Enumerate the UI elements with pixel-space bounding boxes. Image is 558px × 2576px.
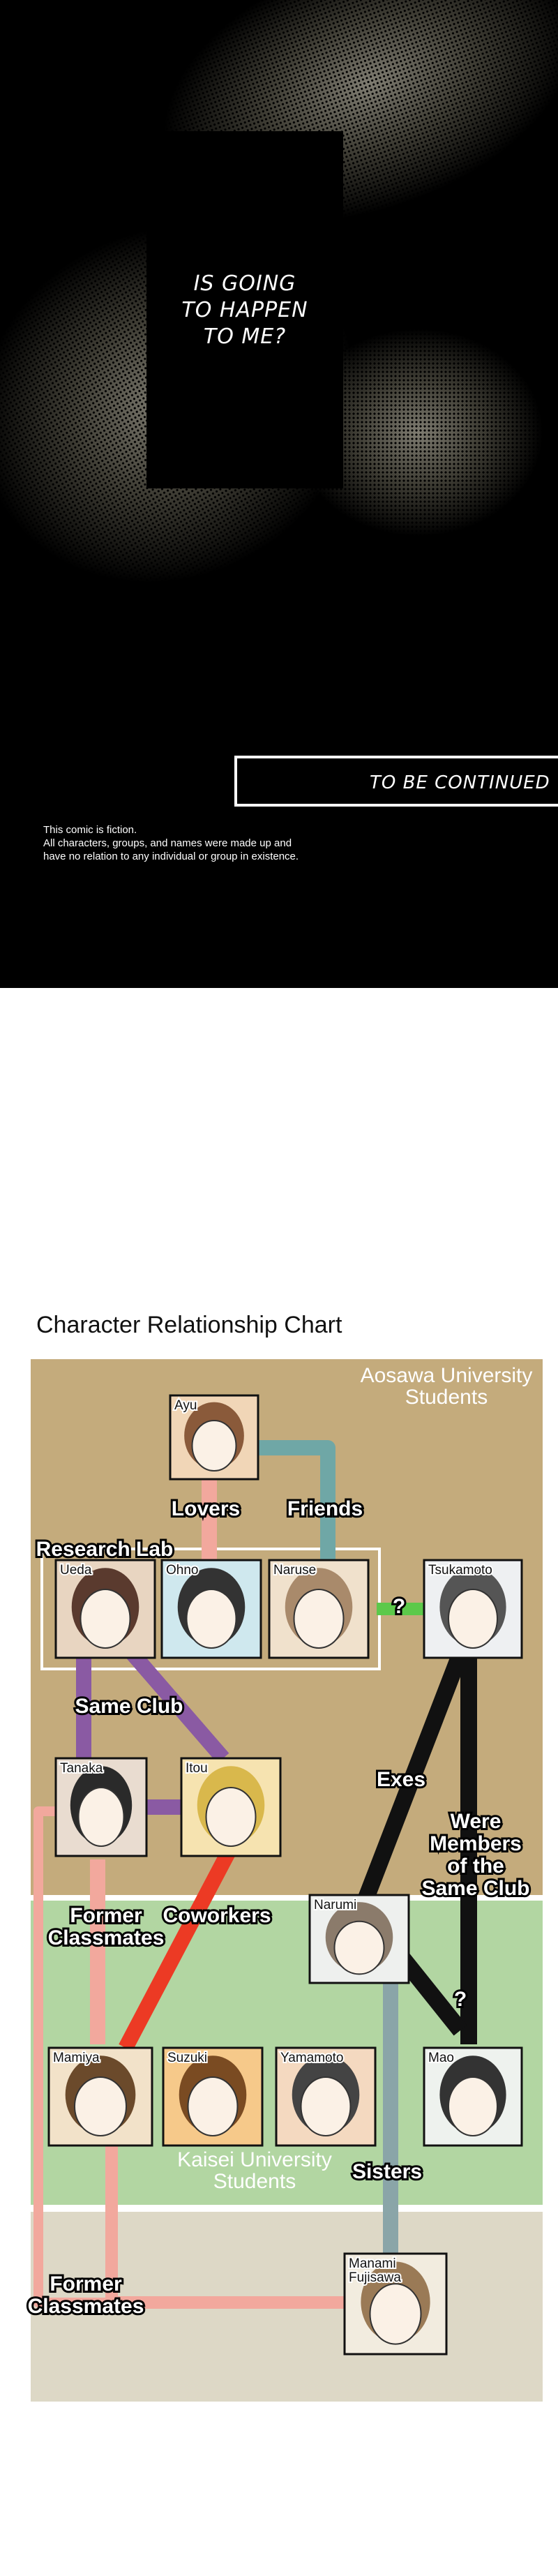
character-name: Mamiya [53, 2051, 100, 2065]
character-name: Naruse [273, 1563, 316, 1578]
region-label-kaisei: Kaisei University Students [177, 2148, 332, 2193]
portrait-tsukamoto: Tsukamoto [423, 1559, 523, 1659]
exes-line [358, 1650, 469, 1901]
label-question-2: ? [454, 1988, 467, 2011]
character-name: Ohno [166, 1563, 198, 1578]
label-former-classmates-2: Former [50, 2272, 122, 2296]
face [74, 2076, 127, 2136]
label-former-classmates-1: Classmates [48, 1926, 165, 1949]
character-name: Mao [428, 2051, 454, 2065]
character-name: Ueda [60, 1563, 92, 1578]
portrait-tanaka: Tanaka [54, 1757, 148, 1857]
face [369, 2283, 422, 2345]
label-friends: Friends [287, 1497, 363, 1520]
disclaimer-line: have no relation to any individual or gr… [43, 851, 299, 862]
label-former-classmates-2: Classmates [28, 2295, 144, 2318]
label-were-members: Members [430, 1832, 522, 1855]
character-name: Suzuki [167, 2051, 207, 2065]
to-be-continued-box: TO BE CONTINUED [234, 756, 558, 807]
face [333, 1920, 385, 1975]
disclaimer-line: This comic is fiction. [43, 824, 137, 836]
character-name: Tanaka [60, 1761, 103, 1776]
label-former-classmates-1: Former [70, 1904, 142, 1927]
character-name: Itou [186, 1761, 208, 1776]
label-coworkers: Coworkers [163, 1904, 271, 1927]
bubble-text: IS GOING TO HAPPEN TO ME? [181, 271, 308, 349]
chart-title: Character Relationship Chart [36, 1312, 342, 1338]
face [205, 1787, 257, 1847]
character-name: Yamamoto [280, 2051, 343, 2065]
to-be-continued-text: TO BE CONTINUED [370, 772, 550, 793]
label-question-1: ? [393, 1595, 405, 1618]
face [293, 1589, 345, 1649]
face [300, 2076, 352, 2136]
classmates-line [105, 2135, 349, 2309]
friends-line [258, 1440, 335, 1570]
coworkers-line [119, 1845, 237, 2052]
disclaimer: This comic is fiction. All characters, g… [43, 823, 299, 863]
label-exes: Exes [377, 1768, 425, 1791]
portrait-itou: Itou [180, 1757, 282, 1857]
label-sisters: Sisters [352, 2160, 422, 2183]
comic-panel: IS GOING TO HAPPEN TO ME? TO BE CONTINUE… [0, 0, 558, 988]
portrait-yamamoto: Yamamoto [275, 2046, 377, 2147]
character-name: Manami [349, 2256, 396, 2271]
character-name: Fujisawa [349, 2270, 401, 2285]
label-same-club: Same Club [75, 1695, 183, 1718]
label-lovers: Lovers [172, 1497, 240, 1520]
face [448, 1589, 498, 1649]
speech-bubble [146, 131, 343, 488]
character-name: Ayu [174, 1398, 197, 1413]
portrait-narumi: Narumi [308, 1894, 410, 1984]
label-research-lab: Research Lab [36, 1538, 174, 1561]
label-were-members: Same Club [421, 1877, 529, 1900]
face [187, 2076, 239, 2136]
region-label-aosawa: Aosawa University Students [360, 1364, 533, 1409]
character-name: Tsukamoto [428, 1563, 492, 1578]
face [77, 1787, 125, 1847]
classmates-line [33, 1806, 112, 2307]
portrait-ueda: Ueda [54, 1559, 156, 1659]
portrait-mao: Mao [423, 2046, 523, 2147]
portrait-naruse: Naruse [268, 1559, 370, 1659]
face [191, 1420, 237, 1472]
face [80, 1589, 131, 1649]
face [186, 1589, 237, 1649]
portrait-ayu: Ayu [169, 1394, 259, 1481]
portrait-ohno: Ohno [160, 1559, 262, 1659]
character-name: Narumi [314, 1898, 356, 1912]
label-were-members: Were [451, 1810, 502, 1833]
label-were-members: of the [447, 1855, 504, 1878]
disclaimer-line: All characters, groups, and names were m… [43, 837, 292, 849]
portrait-mamiya: Mamiya [47, 2046, 153, 2147]
same-club-line [126, 1648, 229, 1764]
portrait-suzuki: Suzuki [162, 2046, 264, 2147]
face [448, 2076, 498, 2136]
